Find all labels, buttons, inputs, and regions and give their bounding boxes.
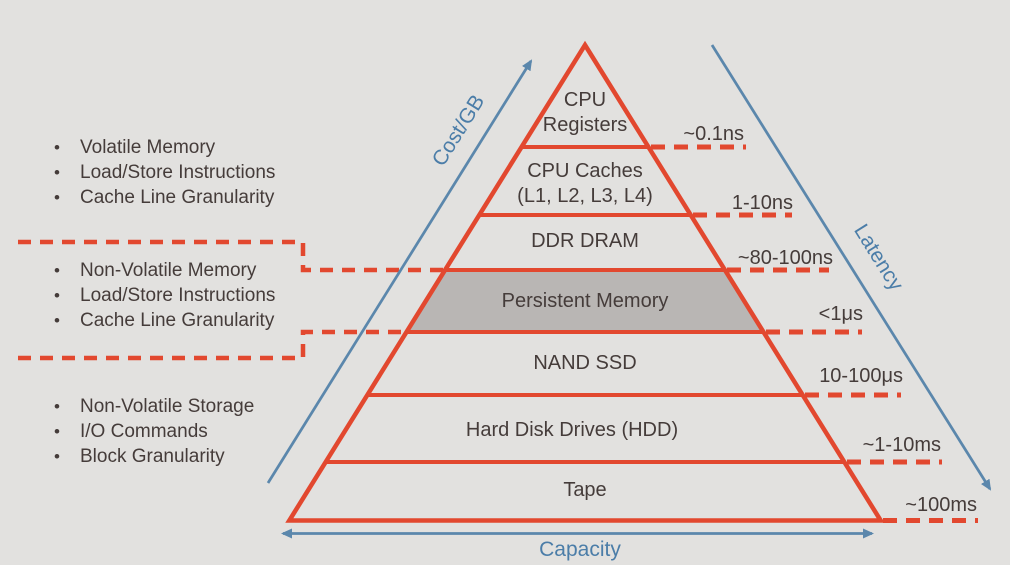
- capacity-axis-label: Capacity: [539, 538, 621, 561]
- layer-label-cpu-caches-2: (L1, L2, L3, L4): [517, 185, 653, 207]
- layer-labels: CPU Registers CPU Caches (L1, L2, L3, L4…: [466, 89, 678, 501]
- note-item: Non-Volatile Memory: [40, 258, 340, 283]
- note-item: Volatile Memory: [40, 135, 340, 160]
- persistent-memory-highlight: [406, 270, 764, 332]
- layer-label-tape: Tape: [563, 479, 606, 501]
- note-group-non-volatile-memory: Non-Volatile Memory Load/Store Instructi…: [40, 258, 340, 333]
- latency-label-caches: 1-10ns: [732, 192, 793, 214]
- layer-label-cpu-caches-1: CPU Caches: [527, 160, 643, 182]
- layer-label-persistent-memory: Persistent Memory: [502, 290, 669, 312]
- note-bracket-bottom: [18, 329, 405, 361]
- note-bracket-top: [18, 239, 444, 273]
- latency-label-tape: ~100ms: [905, 494, 977, 516]
- latency-labels: ~0.1ns 1-10ns ~80-100ns <1μs 10-100μs ~1…: [683, 123, 977, 516]
- cost-axis-label: Cost/GB: [428, 91, 490, 170]
- latency-label-hdd: ~1-10ms: [863, 434, 941, 456]
- note-item: Block Granularity: [40, 444, 340, 469]
- note-item: I/O Commands: [40, 419, 340, 444]
- layer-label-ddr-dram: DDR DRAM: [531, 230, 639, 252]
- layer-label-cpu-registers-2: Registers: [543, 114, 627, 136]
- note-item: Cache Line Granularity: [40, 308, 340, 333]
- note-item: Non-Volatile Storage: [40, 394, 340, 419]
- note-group-non-volatile-storage: Non-Volatile Storage I/O Commands Block …: [40, 394, 340, 469]
- latency-axis-arrow: [710, 44, 992, 491]
- layer-label-hdd: Hard Disk Drives (HDD): [466, 419, 678, 441]
- latency-connectors: [651, 144, 978, 523]
- layer-label-nand-ssd: NAND SSD: [533, 352, 636, 374]
- latency-label-dram: ~80-100ns: [738, 247, 833, 269]
- pyramid-outline: [285, 40, 885, 523]
- layer-label-cpu-registers-1: CPU: [564, 89, 606, 111]
- note-group-volatile-memory: Volatile Memory Load/Store Instructions …: [40, 135, 340, 210]
- layer-dividers: [325, 145, 845, 464]
- note-bracket: [18, 239, 444, 361]
- latency-label-registers: ~0.1ns: [683, 123, 744, 145]
- note-item: Load/Store Instructions: [40, 160, 340, 185]
- latency-label-ssd: 10-100μs: [819, 365, 903, 387]
- note-item: Cache Line Granularity: [40, 185, 340, 210]
- latency-label-pmem: <1μs: [819, 303, 863, 325]
- latency-axis-label: Latency: [849, 220, 908, 295]
- note-item: Load/Store Instructions: [40, 283, 340, 308]
